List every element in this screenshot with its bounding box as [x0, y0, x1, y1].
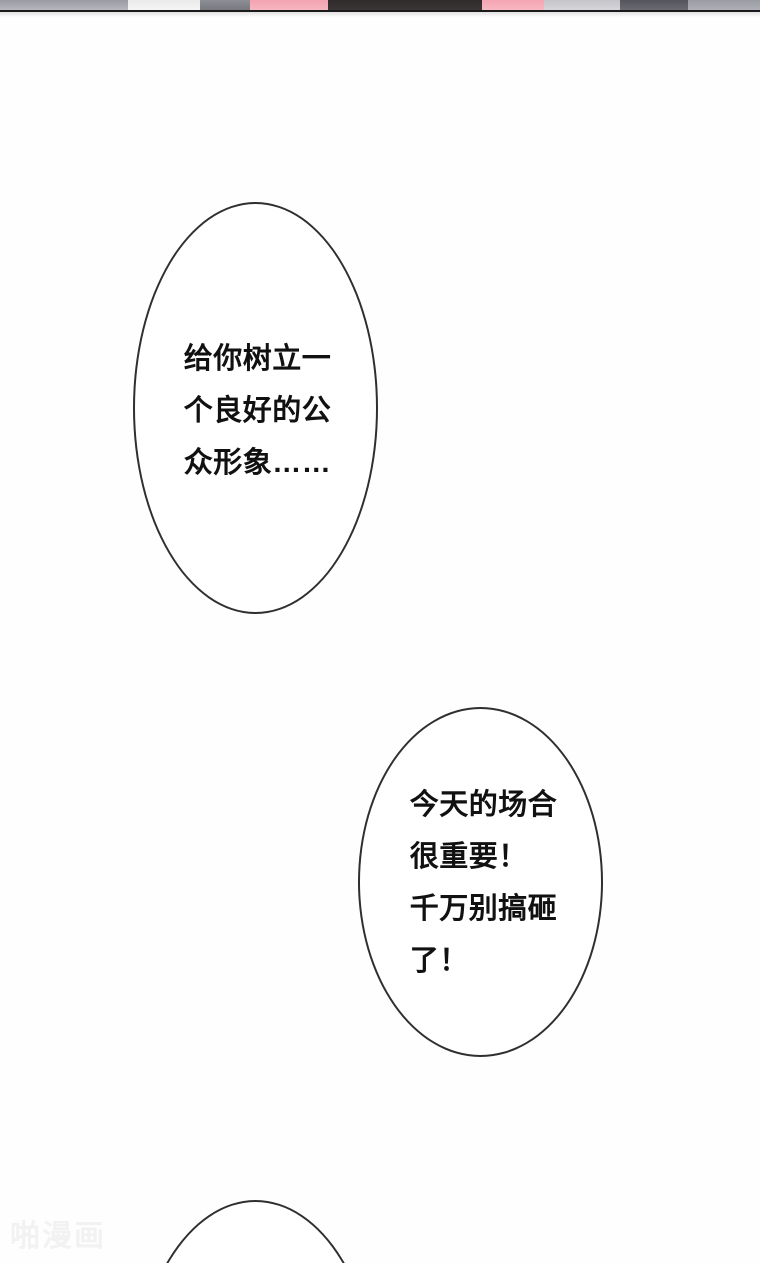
sliver-segment-dark-gray-right: [620, 0, 688, 11]
sliver-segment-pink-right: [482, 0, 544, 11]
sliver-segment-gray-far-right: [688, 0, 760, 11]
speech-bubble-middle-text: 今天的场合 很重要！ 千万别搞砸 了！: [409, 789, 558, 977]
panel-border-line: [0, 10, 760, 12]
speech-bubble-top-text: 给你树立一 个良好的公 众形象……: [183, 343, 332, 479]
sliver-segment-light-gray: [544, 0, 620, 11]
sliver-segment-gray-mid: [200, 0, 250, 11]
sliver-segment-pink-left: [250, 0, 328, 11]
speech-bubble-top: 给你树立一 个良好的公 众形象……: [133, 202, 378, 614]
speech-bubble-middle: 今天的场合 很重要！ 千万别搞砸 了！: [358, 707, 603, 1057]
sliver-segment-gray-left: [0, 0, 128, 11]
sliver-segment-white-highlight: [128, 0, 200, 11]
previous-panel-sliver: [0, 0, 760, 13]
speech-bubble-bottom-cropped: [133, 1200, 378, 1263]
panel-drop-shadow: [0, 12, 760, 17]
site-watermark: 啪漫画: [10, 1220, 106, 1253]
sliver-segment-dark-center: [328, 0, 482, 11]
